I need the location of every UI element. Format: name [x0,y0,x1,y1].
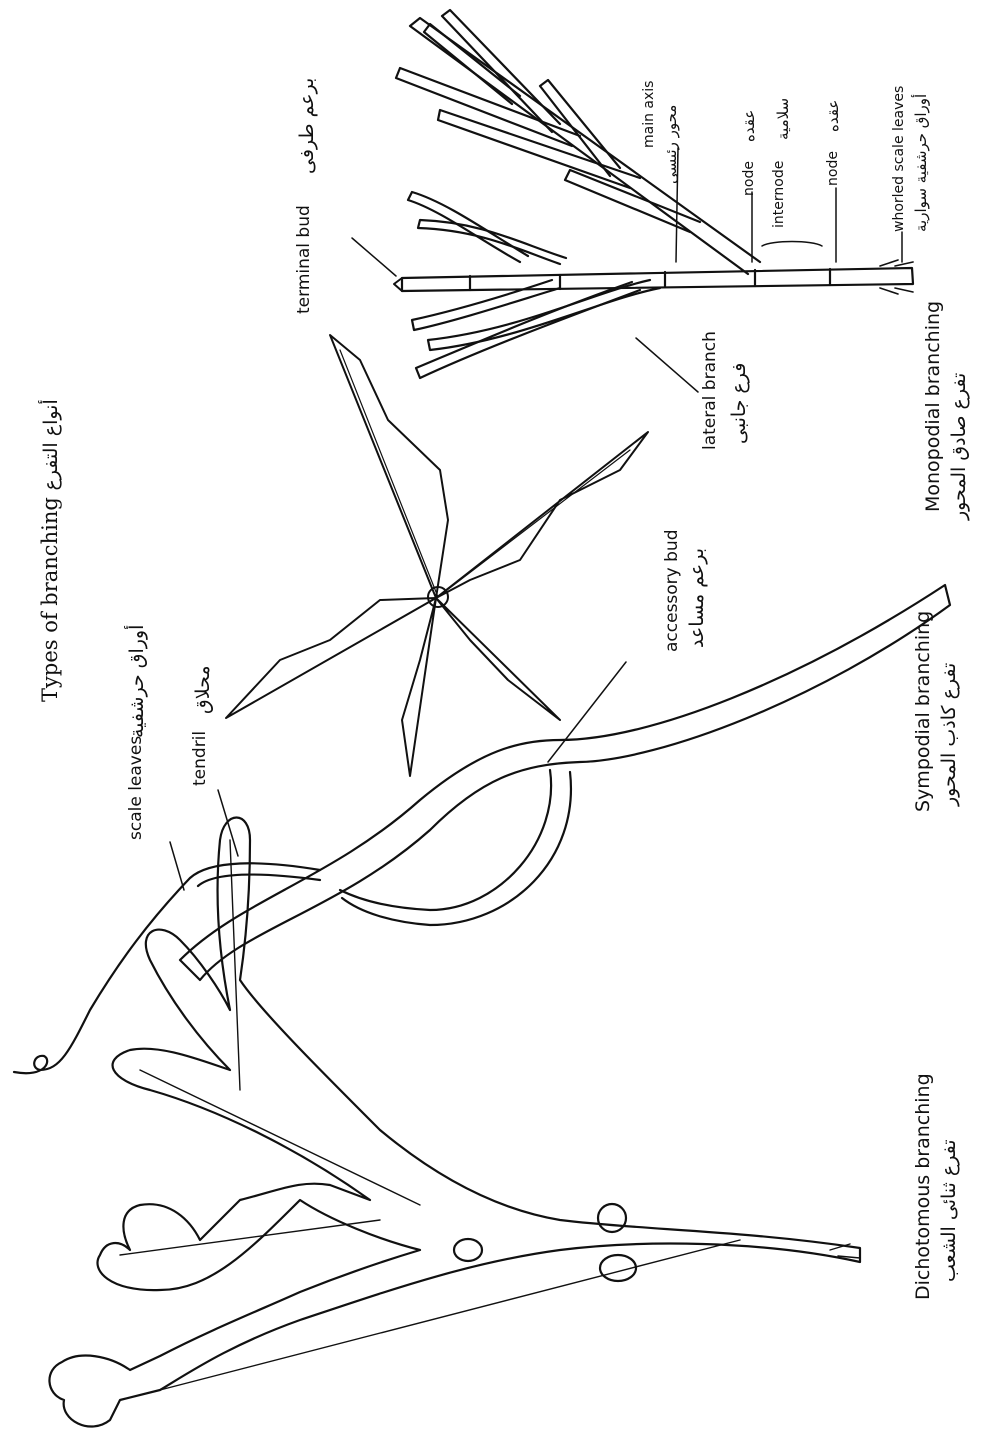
dichotomous-thallus [49,818,860,1427]
tendril-ar: محلاق [194,665,213,714]
monopodial-caption-en: Monopodial branching [924,301,943,512]
lateral-branch-en: lateral branch [702,331,719,450]
tendril-en: tendril [192,731,209,786]
accessory-bud-ar: برعم مساعد [688,548,707,648]
node1-en: node [742,161,756,196]
main-axis-en: main axis [642,81,656,148]
terminal-bud-en: terminal bud [294,205,314,314]
node1-ar: عقده [742,110,757,142]
sympodial-caption-ar: تفرع كاذب المحور [940,663,959,806]
main-axis-ar: محور رئيسى [664,105,679,184]
monopodial-drawing [352,10,913,392]
sympodial-caption-en: Sympodial branching [914,611,933,812]
sympodial-drawing [14,335,950,1073]
title-arabic: أنواع التفرع [40,399,62,490]
dichotomous-caption-ar: تفرع ثنائى الشعب [940,1139,959,1282]
sympodial-stem [180,585,950,980]
dichotomous-drawing [49,818,860,1427]
whorled-scale-leaves-ar: أوراق حرشفية سوارية [914,94,929,232]
dichotomous-caption-en: Dichotomous branching [914,1073,933,1300]
accessory-bud-en: accessory bud [664,530,681,653]
node2-ar: عقده [826,100,841,132]
upper-branch [410,18,760,274]
scale-leaves-ar: أوراق حرشفية [128,625,147,738]
monopodial-caption-ar: تفرع صادق المحور [950,373,969,520]
whorled-scale-leaves-en: whorled scale leaves [892,86,906,232]
scale-leaves-en: scale leaves [128,736,145,840]
title-english: Types of branching [38,497,62,702]
internode-en: internode [772,161,786,228]
node2-en: node [826,151,840,186]
leaf [226,335,648,776]
terminal-bud-label: terminal bud [296,205,313,314]
internode-ar: سلامية [776,98,791,140]
terminal-bud-ar: برعم طرفى [298,78,317,174]
lateral-branch-ar: فرع جانبى [730,363,749,444]
